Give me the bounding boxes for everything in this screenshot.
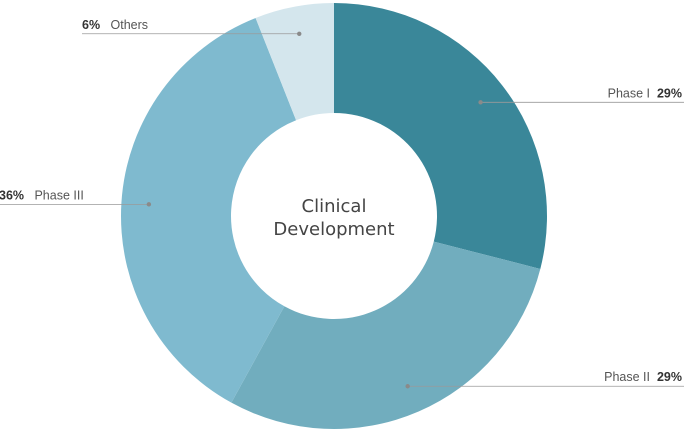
slice-pct-others: 6% [82,18,100,32]
leader-dot-phase-i [478,100,483,105]
slice-pct-phase-ii: 29% [657,370,682,384]
slice-phase-i [334,3,547,269]
slice-pct-phase-iii: 36% [0,188,24,202]
chart-slices [121,3,547,429]
slice-others [255,3,334,121]
slice-label-gap [650,86,657,100]
leader-dot-phase-ii [405,384,410,389]
slice-label-phase-i: Phase I 29% [608,86,682,100]
center-label: Clinical Development [273,196,394,240]
slice-label-text-phase-ii: Phase II [604,370,650,384]
chart-leader-lines [0,31,684,389]
center-label-line-2: Development [273,219,394,240]
slice-label-text-phase-i: Phase I [608,86,650,100]
slice-label-text-others: Others [111,18,149,32]
leader-dot-others [297,31,302,36]
slice-label-phase-ii: Phase II 29% [604,370,682,384]
slice-label-gap [650,370,657,384]
slice-label-others: 6% Others [82,18,148,32]
slice-phase-iii [121,17,297,403]
slice-label-gap [100,18,110,32]
slice-phase-ii [231,241,541,429]
leader-dot-phase-iii [146,202,152,207]
slice-label-gap [24,188,34,202]
slice-label-text-phase-iii: Phase III [34,188,83,202]
slice-label-phase-iii: 36% Phase III [0,188,84,202]
slice-pct-phase-i: 29% [657,86,682,100]
center-label-line-1: Clinical [302,196,367,217]
